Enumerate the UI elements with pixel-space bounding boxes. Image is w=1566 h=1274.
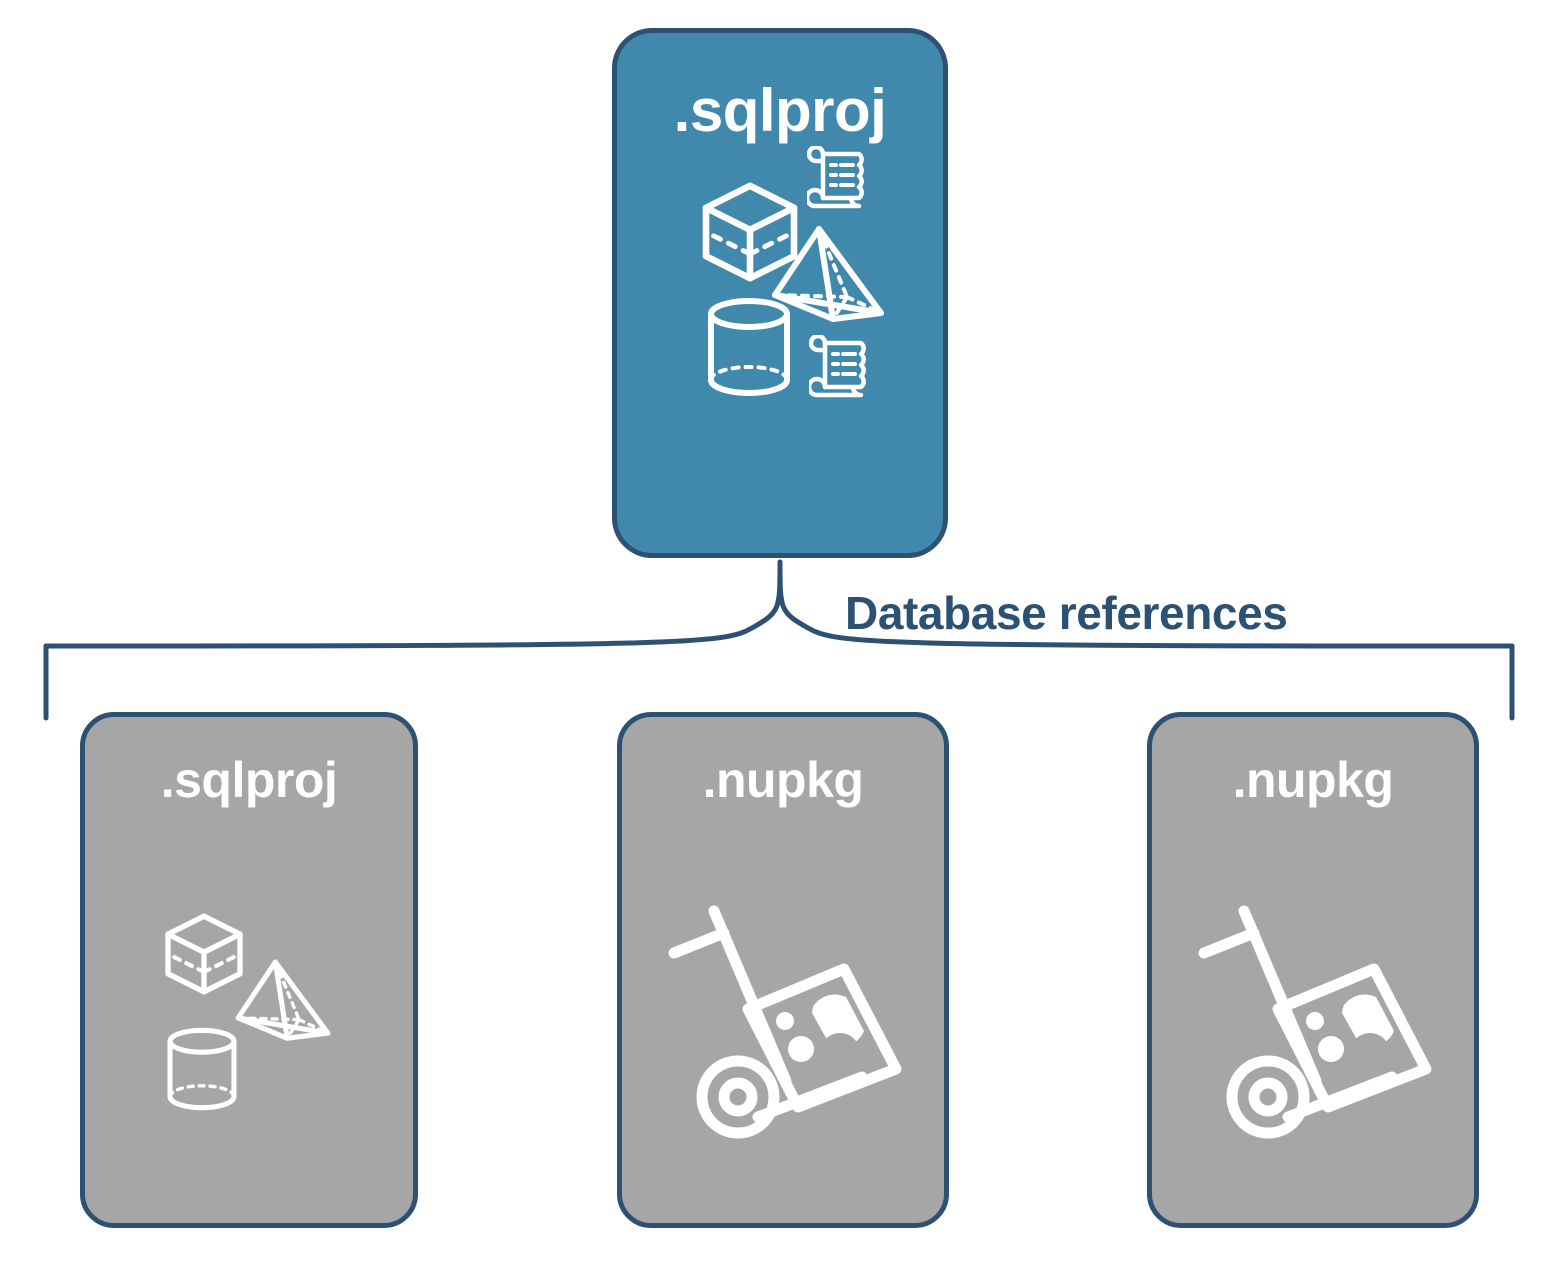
card-title: .sqlproj	[673, 77, 887, 144]
cube-icon	[702, 182, 798, 282]
card-title: .nupkg	[702, 752, 864, 808]
card-icon-area	[1152, 805, 1474, 1223]
card-icon-area	[622, 805, 944, 1223]
card-icon-area	[85, 805, 413, 1223]
card-icon-area	[617, 141, 943, 553]
card-reference-nupkg-2[interactable]: .nupkg	[1147, 712, 1479, 1228]
hand-truck-package-icon	[668, 905, 902, 1139]
card-title: .nupkg	[1232, 752, 1394, 808]
cylinder-icon	[708, 298, 790, 396]
connector-label: Database references	[845, 587, 1288, 639]
card-sqlproj-project[interactable]: .sqlproj	[612, 28, 948, 558]
card-reference-nupkg-1[interactable]: .nupkg	[617, 712, 949, 1228]
database-references-bracket	[43, 559, 1515, 721]
card-title: .sqlproj	[160, 752, 338, 808]
pyramid-icon	[235, 959, 331, 1041]
scroll-icon	[809, 335, 866, 398]
card-reference-sqlproj[interactable]: .sqlproj	[80, 712, 418, 1228]
hand-truck-package-icon	[1198, 905, 1432, 1139]
cube-icon	[165, 913, 243, 995]
scroll-icon	[807, 146, 864, 209]
cylinder-icon	[167, 1027, 237, 1111]
pyramid-icon	[772, 226, 884, 322]
